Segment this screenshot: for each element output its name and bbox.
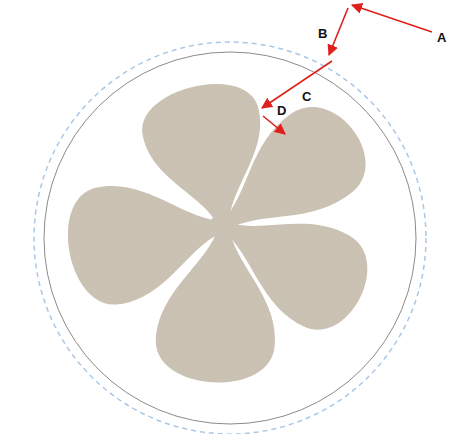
callout-letter: A	[437, 31, 446, 44]
callout-arrows	[262, 5, 432, 134]
callout-letter: D	[277, 104, 286, 117]
fiber-boundary	[44, 52, 416, 424]
callout-letter: C	[302, 90, 311, 103]
callout-letter: B	[318, 27, 327, 40]
fiber-cross-section	[59, 73, 383, 386]
outer-dashed-circle	[34, 42, 426, 434]
